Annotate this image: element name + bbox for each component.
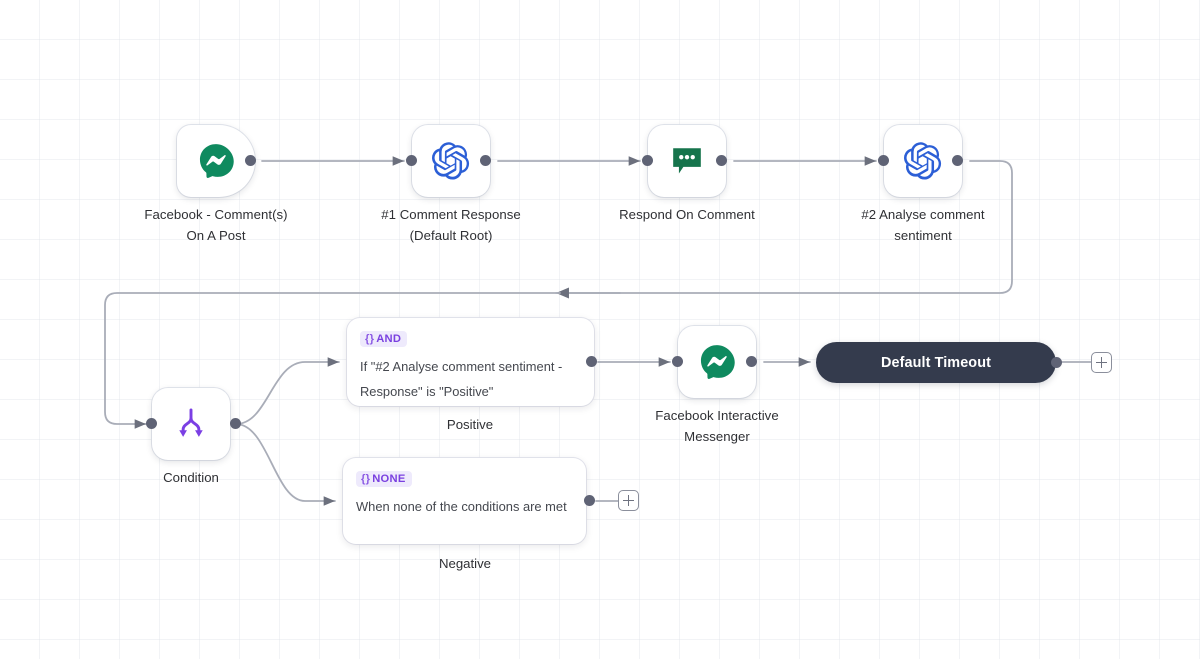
output-handle-trigger[interactable] [245,155,256,166]
node-facebook-comments-trigger-box[interactable] [177,125,255,197]
add-after-default-timeout-button[interactable] [1091,352,1112,373]
edge-condition-to-negative [235,423,336,506]
output-handle-condition[interactable] [230,418,241,429]
node-facebook-interactive-messenger-label: Facebook Interactive Messenger [655,408,779,444]
output-handle-positive[interactable] [586,356,597,367]
node-comment-response-label: #1 Comment Response (Default Root) [381,207,521,243]
badge-none-text: NONE [372,473,406,485]
default-timeout-pill[interactable]: Default Timeout [816,342,1056,383]
node-respond-on-comment-label: Respond On Comment [619,207,755,222]
badge-none: {}NONE [356,471,412,487]
openai-icon [432,142,470,180]
node-respond-on-comment-box[interactable] [648,125,726,197]
output-handle-messenger[interactable] [746,356,757,367]
output-handle-comment-response[interactable] [480,155,491,166]
node-facebook-interactive-messenger-box[interactable] [678,326,756,398]
output-handle-negative[interactable] [584,495,595,506]
input-handle-respond-on-comment[interactable] [642,155,653,166]
openai-icon [904,142,942,180]
output-handle-default-timeout[interactable] [1051,357,1062,368]
branch-negative-label: Negative [438,556,492,571]
condition-card-negative[interactable]: {}NONE When none of the conditions are m… [343,458,586,544]
add-after-negative-branch-button[interactable] [618,490,639,511]
messenger-icon [700,345,735,379]
branch-positive-label: Positive [446,417,494,432]
node-analyse-comment-sentiment-label: #2 Analyse comment sentiment [861,207,985,243]
output-handle-analyse[interactable] [952,155,963,166]
node-comment-response-box[interactable] [412,125,490,197]
node-condition-label: Condition [163,470,219,485]
input-handle-messenger[interactable] [672,356,683,367]
comment-bubble-icon [673,148,701,174]
condition-card-positive-text: If "#2 Analyse comment sentiment - Respo… [360,359,563,399]
badge-and-text: AND [376,333,402,345]
edge-condition-to-positive [235,357,340,425]
messenger-icon [199,144,234,178]
node-condition-box[interactable] [152,388,230,460]
condition-card-negative-text: When none of the conditions are met [356,499,567,514]
badge-and: {}AND [360,331,408,347]
node-facebook-comments-trigger-label: Facebook - Comment(s) On A Post [144,207,288,243]
branch-split-icon [179,408,203,437]
braces-glyph: {} [361,473,371,485]
input-handle-analyse[interactable] [878,155,889,166]
input-handle-condition[interactable] [146,418,157,429]
output-handle-respond-on-comment[interactable] [716,155,727,166]
condition-card-positive[interactable]: {}AND If "#2 Analyse comment sentiment -… [347,318,594,406]
braces-glyph: {} [365,333,375,345]
input-handle-comment-response[interactable] [406,155,417,166]
node-analyse-comment-sentiment-box[interactable] [884,125,962,197]
